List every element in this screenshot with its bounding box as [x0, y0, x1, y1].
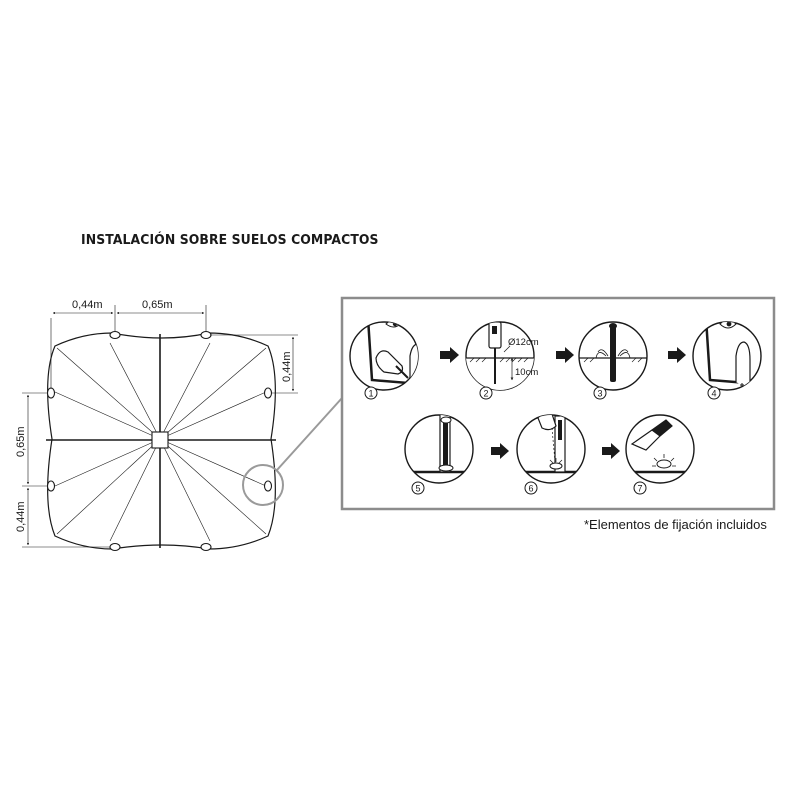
step-5: 5	[404, 414, 474, 495]
step-3: 3	[578, 321, 648, 400]
step-number: 2	[483, 389, 488, 399]
step-7: 7	[625, 414, 695, 495]
right-arrow-icon	[668, 347, 686, 363]
step-number: 4	[711, 389, 716, 399]
step-1: 1	[349, 321, 419, 400]
right-arrow-icon	[556, 347, 574, 363]
step-number: 7	[637, 484, 642, 494]
hole-diameter-label: Ø12cm	[508, 337, 539, 348]
step-number: 1	[368, 389, 373, 399]
step-2: Ø12cm 10cm 2	[465, 321, 539, 400]
zoom-circle	[242, 464, 284, 506]
right-arrow-icon	[491, 443, 509, 459]
step-4: 4	[692, 321, 762, 400]
dim-top-mid: 0,65m	[142, 299, 173, 311]
base-plan: 0,44m 0,65m 0,44m 0,65m 0,44m	[15, 299, 343, 552]
right-arrow-icon	[602, 443, 620, 459]
anchor-points	[46, 330, 273, 552]
hole-depth-label: 10cm	[515, 367, 538, 378]
dim-left-lower: 0,44m	[15, 501, 27, 532]
dim-left-mid: 0,65m	[15, 426, 27, 457]
step-number: 5	[415, 484, 420, 494]
footnote: *Elementos de fijación incluidos	[584, 517, 767, 532]
dim-right-upper: 0,44m	[281, 351, 293, 382]
step-number: 6	[528, 484, 533, 494]
page-title: INSTALACIÓN SOBRE SUELOS COMPACTOS	[81, 232, 379, 248]
right-arrow-icon	[440, 347, 459, 363]
step-number: 3	[597, 389, 602, 399]
dim-top-left: 0,44m	[72, 299, 103, 311]
step-6: 6	[516, 414, 586, 495]
